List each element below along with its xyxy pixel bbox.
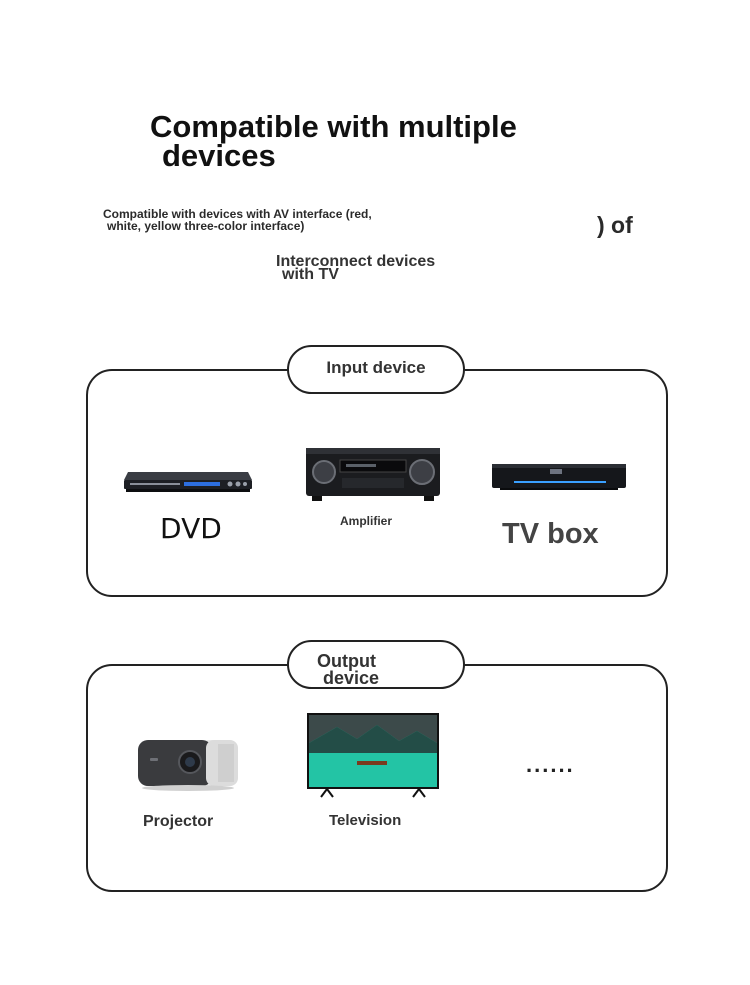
interconnect-caption: Interconnect devices with TV <box>276 253 496 283</box>
device-label-dvd: DVD <box>160 512 222 545</box>
tv-box-icon <box>492 464 626 490</box>
output-label-line-1: Output <box>317 651 376 671</box>
page-title: Compatible with multiple devices <box>150 109 610 173</box>
device-label-television: Television <box>329 812 402 829</box>
dvd-player-icon <box>124 472 252 492</box>
television-icon <box>307 713 439 798</box>
output-label-line-2: device <box>323 668 380 688</box>
device-label-tv-box: TV box <box>502 518 599 550</box>
subtitle-suffix: ) of <box>597 212 633 238</box>
interconnect-line-2: with TV <box>282 266 339 283</box>
interconnect-line-1: Interconnect devices <box>276 253 436 270</box>
subtitle-line-1: Compatible with devices with AV interfac… <box>103 207 372 221</box>
device-label-projector: Projector <box>143 813 214 830</box>
device-label-amplifier: Amplifier <box>340 514 393 528</box>
subtitle: Compatible with devices with AV interfac… <box>103 208 443 232</box>
amplifier-icon <box>306 448 440 501</box>
projector-icon <box>138 740 238 791</box>
title-line-2: devices <box>162 138 276 173</box>
more-devices-ellipsis: ...... <box>526 752 575 777</box>
subtitle-line-2: white, yellow three-color interface) <box>107 219 305 233</box>
output-device-label: Output device <box>287 640 465 689</box>
input-device-label: Input device <box>287 345 465 394</box>
title-line-1: Compatible with multiple <box>150 109 517 144</box>
